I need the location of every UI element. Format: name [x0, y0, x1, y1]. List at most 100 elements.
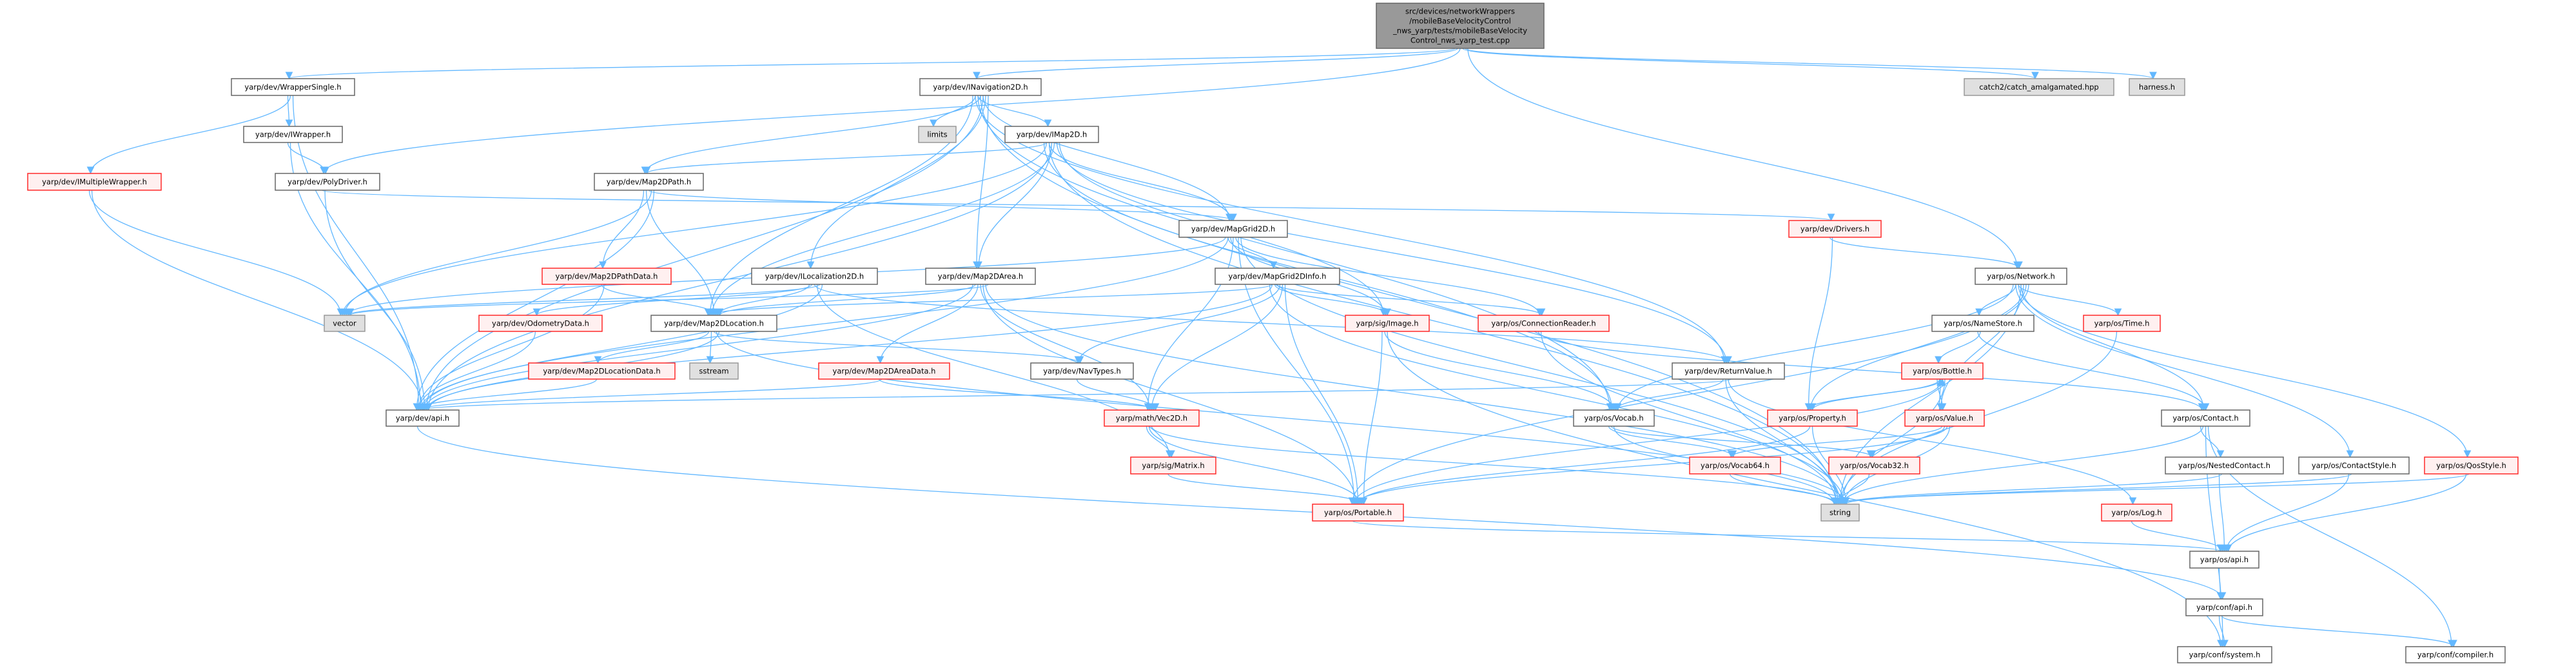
node-map2DLocation[interactable]: yarp/dev/Map2DLocation.h	[650, 315, 777, 332]
node-map2DLocationData[interactable]: yarp/dev/Map2DLocationData.h	[528, 362, 676, 380]
node-box	[2405, 646, 2506, 663]
node-label: string	[1830, 508, 1851, 517]
edge-wrapperSingle-to-iMultipleWrapper	[86, 95, 291, 175]
node-vocab32[interactable]: yarp/os/Vocab32.h	[1828, 456, 1920, 475]
node-value[interactable]: yarp/os/Value.h	[1904, 409, 1985, 427]
node-contactStyle[interactable]: yarp/os/ContactStyle.h	[2298, 456, 2410, 475]
node-label: catch2/catch_amalgamated.hpp	[1979, 83, 2098, 92]
edge-iNavigation2D-to-devApi	[422, 95, 984, 411]
node-vocab64[interactable]: yarp/os/Vocab64.h	[1689, 456, 1781, 475]
node-map2DPathData[interactable]: yarp/dev/Map2DPathData.h	[542, 268, 672, 285]
node-string[interactable]: string	[1820, 504, 1860, 522]
edge-iNavigation2D-to-map2DPath	[641, 95, 981, 175]
node-box	[650, 315, 777, 332]
node-vec2D[interactable]: yarp/math/Vec2D.h	[1104, 409, 1200, 427]
node-harness[interactable]: harness.h	[2129, 78, 2185, 96]
edge-mapGrid2D-to-mapGrid2DInfo	[1227, 237, 1278, 269]
node-qosStyle[interactable]: yarp/os/QosStyle.h	[2424, 456, 2519, 475]
node-time[interactable]: yarp/os/Time.h	[2083, 315, 2161, 332]
node-box	[1820, 504, 1860, 522]
node-bottle[interactable]: yarp/os/Bottle.h	[1901, 362, 1984, 380]
node-osApi[interactable]: yarp/os/api.h	[2189, 551, 2259, 569]
node-confSystem[interactable]: yarp/conf/system.h	[2177, 646, 2272, 663]
node-label: sstream	[699, 367, 728, 376]
node-devApi[interactable]: yarp/dev/api.h	[385, 409, 460, 427]
node-log[interactable]: yarp/os/Log.h	[2101, 504, 2172, 522]
node-wrapperSingle[interactable]: yarp/dev/WrapperSingle.h	[231, 78, 355, 96]
node-label: yarp/os/QosStyle.h	[2436, 461, 2506, 470]
node-box	[1788, 220, 1882, 238]
node-label: yarp/os/ContactStyle.h	[2312, 461, 2396, 470]
edge-iMultipleWrapper-to-devApi	[91, 190, 427, 411]
edge-contact-to-string	[1838, 426, 2204, 505]
edge-navTypes-to-vec2D	[1076, 378, 1160, 411]
edge-map2DArea-to-string	[985, 284, 1846, 505]
edge-iNavigation2D-to-vocab	[977, 95, 1614, 411]
node-label: yarp/dev/api.h	[396, 414, 449, 423]
node-box	[751, 268, 878, 285]
edge-mapGrid2DInfo-to-connectionReader	[1276, 284, 1546, 317]
node-connectionReader[interactable]: yarp/os/ConnectionReader.h	[1478, 315, 1610, 332]
node-box	[478, 315, 603, 332]
node-drivers[interactable]: yarp/dev/Drivers.h	[1788, 220, 1882, 238]
node-property[interactable]: yarp/os/Property.h	[1767, 409, 1858, 427]
edge-iMap2D-to-returnValue	[1056, 142, 1730, 364]
node-vector[interactable]: vector	[324, 315, 366, 332]
node-polyDriver[interactable]: yarp/dev/PolyDriver.h	[275, 173, 380, 191]
node-label: _nws_yarp/tests/mobileBaseVelocity	[1392, 26, 1527, 35]
node-mapGrid2DInfo[interactable]: yarp/dev/MapGrid2DInfo.h	[1215, 268, 1340, 285]
node-label: yarp/dev/Map2DAreaData.h	[833, 367, 936, 376]
node-confApi[interactable]: yarp/conf/api.h	[2185, 598, 2263, 616]
edge-returnValue-to-string	[1725, 378, 1842, 505]
node-box	[1904, 409, 1985, 427]
node-catch2[interactable]: catch2/catch_amalgamated.hpp	[1964, 78, 2114, 96]
node-sstream[interactable]: sstream	[689, 362, 739, 380]
node-nestedContact[interactable]: yarp/os/NestedContact.h	[2165, 456, 2284, 475]
edge-drivers-to-network	[1829, 237, 2023, 269]
node-iLocalization2D[interactable]: yarp/dev/ILocalization2D.h	[751, 268, 878, 285]
node-confCompiler[interactable]: yarp/conf/compiler.h	[2405, 646, 2506, 663]
node-limits[interactable]: limits	[918, 126, 957, 143]
edge-root-to-catch2	[1462, 48, 2039, 80]
node-label: yarp/os/Log.h	[2111, 508, 2161, 517]
node-iWrapper[interactable]: yarp/dev/IWrapper.h	[243, 126, 343, 143]
node-box	[1767, 409, 1858, 427]
node-map2DPath[interactable]: yarp/dev/Map2DPath.h	[594, 173, 704, 191]
node-vocab[interactable]: yarp/os/Vocab.h	[1573, 409, 1655, 427]
node-iMap2D[interactable]: yarp/dev/IMap2D.h	[1004, 126, 1099, 143]
node-root[interactable]: src/devices/networkWrappers/mobileBaseVe…	[1376, 3, 1545, 49]
node-iNavigation2D[interactable]: yarp/dev/INavigation2D.h	[919, 78, 1042, 96]
edge-vec2D-to-string	[1151, 426, 1839, 505]
node-matrix[interactable]: yarp/sig/Matrix.h	[1130, 456, 1216, 475]
node-label: yarp/dev/Map2DArea.h	[938, 272, 1023, 281]
node-image[interactable]: yarp/sig/Image.h	[1345, 315, 1430, 332]
node-label: yarp/dev/Map2DPath.h	[607, 177, 691, 186]
node-returnValue[interactable]: yarp/dev/ReturnValue.h	[1672, 362, 1785, 380]
node-portable[interactable]: yarp/os/Portable.h	[1312, 504, 1404, 522]
node-map2DArea[interactable]: yarp/dev/Map2DArea.h	[925, 268, 1036, 285]
edge-qosStyle-to-string	[1831, 473, 2470, 505]
node-label: yarp/dev/PolyDriver.h	[288, 177, 367, 186]
edge-mapGrid2DInfo-to-navTypes	[1074, 284, 1281, 364]
edge-iMap2D-to-map2DArea	[975, 142, 1053, 269]
node-network[interactable]: yarp/os/Network.h	[1975, 268, 2067, 285]
edge-iMap2D-to-map2DLocation	[708, 142, 1055, 317]
node-nameStore[interactable]: yarp/os/NameStore.h	[1931, 315, 2034, 332]
node-map2DAreaData[interactable]: yarp/dev/Map2DAreaData.h	[818, 362, 950, 380]
node-box	[2083, 315, 2161, 332]
node-box	[2129, 78, 2185, 96]
node-mapGrid2D[interactable]: yarp/dev/MapGrid2D.h	[1178, 220, 1288, 238]
edge-map2DPath-to-vector	[340, 190, 652, 317]
node-contact[interactable]: yarp/os/Contact.h	[2161, 409, 2250, 427]
edge-network-to-contactStyle	[2015, 284, 2354, 458]
edge-network-to-property	[1806, 284, 2027, 411]
edge-confApi-to-confCompiler	[2221, 615, 2457, 648]
node-odometryData[interactable]: yarp/dev/OdometryData.h	[478, 315, 603, 332]
node-iMultipleWrapper[interactable]: yarp/dev/IMultipleWrapper.h	[27, 173, 162, 191]
edge-root-to-polyDriver	[320, 48, 1461, 175]
node-label: yarp/os/Network.h	[1987, 272, 2055, 281]
node-navTypes[interactable]: yarp/dev/NavTypes.h	[1030, 362, 1134, 380]
node-box	[2177, 646, 2272, 663]
edge-odometryData-to-devApi	[415, 331, 536, 411]
node-box	[1931, 315, 2034, 332]
